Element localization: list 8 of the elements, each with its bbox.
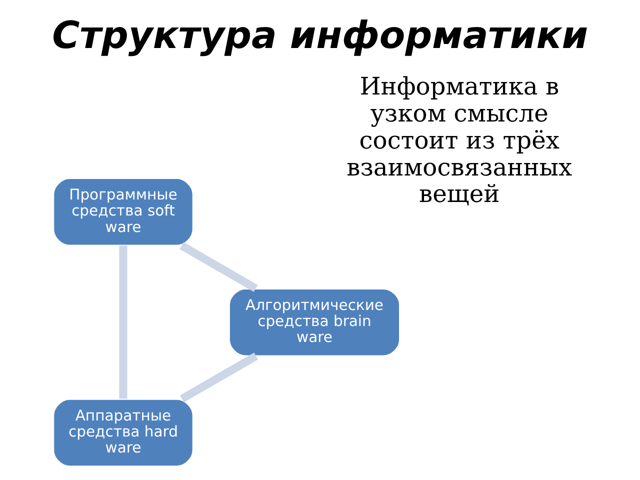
connector bbox=[179, 242, 258, 292]
diagram-title: Структура информатики bbox=[52, 12, 588, 57]
node-box: Программные средства soft ware bbox=[52, 178, 194, 246]
node-box: Аппаратные средства hard ware bbox=[52, 398, 194, 467]
node-box: Алгоритмические средства brain ware bbox=[228, 288, 400, 357]
connector bbox=[179, 352, 258, 402]
connector bbox=[118, 246, 127, 399]
label: Информатика в узком смысле состоит из трёх взаимосвязанных вещей bbox=[346, 72, 572, 208]
